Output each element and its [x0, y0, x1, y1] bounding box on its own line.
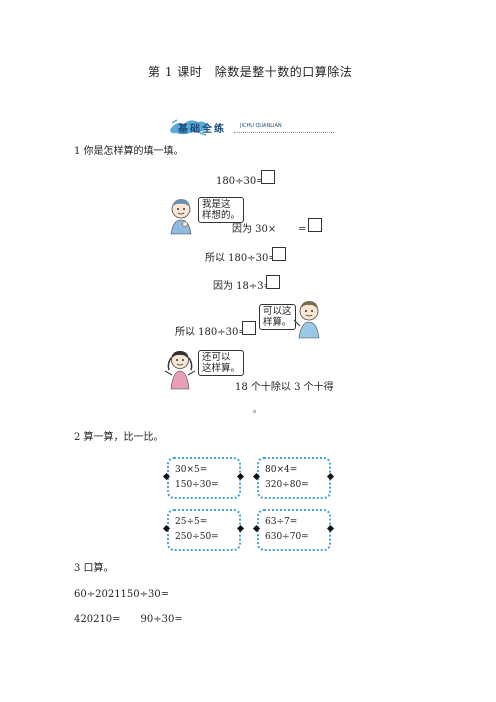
q1-eq6: 18 个十除以 3 个十得: [235, 382, 334, 393]
banner-rule: [234, 132, 334, 133]
card-line: 150÷30=: [175, 480, 219, 490]
q3-prompt: 3 口算。: [74, 563, 114, 574]
card-line: 80×4=: [265, 465, 298, 475]
q1-eq7: 。: [253, 405, 261, 414]
q1-eq2-prefix: 因为 30×: [232, 224, 277, 235]
q1-eq5: 所以 180÷30=: [175, 327, 247, 338]
boy-explaining-icon: [293, 301, 320, 339]
speech-bubble-2: 可以这样算。: [259, 304, 296, 330]
section-banner: 基础全练 JICHU QUANLIAN: [168, 118, 336, 136]
q3-line-2: 420210= 90÷30=: [74, 614, 183, 625]
q1-prompt: 1 你是怎样算的填一填。: [74, 146, 184, 157]
answer-box-1[interactable]: [261, 170, 275, 184]
speech-bubble-1: 我是这样想的。: [198, 197, 245, 223]
card-line: 320÷80=: [265, 480, 309, 490]
banner-main-text: 基础全练: [178, 124, 226, 135]
answer-box-2[interactable]: [308, 218, 322, 232]
q1-eq3: 所以 180÷30=: [205, 253, 277, 264]
card-line: 250÷50=: [175, 532, 219, 542]
q1-eq2-equals: =: [298, 224, 307, 235]
card-line: 630÷70=: [265, 532, 309, 542]
q1-eq4: 因为 18÷3=: [213, 281, 273, 292]
speech-bubble-3: 还可以这样算。: [198, 350, 245, 376]
q2-prompt: 2 算一算，比一比。: [74, 432, 164, 443]
q3-line-1: 60÷2021150÷30=: [74, 589, 170, 600]
girl-figure-icon: [164, 351, 196, 390]
boy-thinking-icon: [170, 199, 192, 235]
exercise-card-4: 63÷7= 630÷70=: [257, 509, 331, 551]
exercise-card-2: 80×4= 320÷80=: [257, 457, 331, 499]
exercise-card-3: 25÷5= 250÷50=: [167, 509, 241, 551]
card-line: 63÷7=: [265, 517, 298, 527]
answer-box-5[interactable]: [242, 321, 256, 335]
card-line: 25÷5=: [175, 517, 208, 527]
q1-eq1: 180÷30=: [216, 176, 265, 187]
answer-box-4[interactable]: [266, 275, 280, 289]
card-line: 30×5=: [175, 465, 208, 475]
splash-decoration-icon: [170, 119, 208, 136]
page-title: 第 1 课时 除数是整十数的口算除法: [148, 65, 353, 79]
answer-box-3[interactable]: [272, 247, 286, 261]
exercise-card-1: 30×5= 150÷30=: [167, 457, 241, 499]
banner-sub-text: JICHU QUANLIAN: [240, 123, 282, 129]
